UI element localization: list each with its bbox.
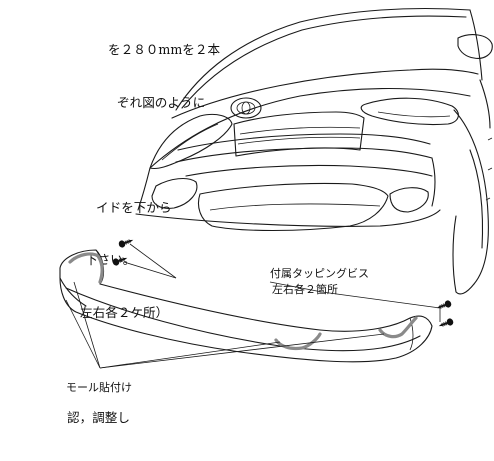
screw-icon bbox=[118, 239, 134, 248]
molding-right bbox=[378, 316, 418, 339]
vehicle-front-drawing bbox=[135, 7, 493, 295]
screw-icons bbox=[112, 239, 454, 327]
installation-diagram: を２８０mmを２本 ぞれ図のように イドを下から 下さい。 左右各２ケ所） 認，… bbox=[59, 7, 493, 425]
instruction-line-8: 認，調整し bbox=[67, 409, 130, 425]
molding-centre bbox=[274, 332, 322, 351]
instruction-line-2: ぞれ図のように bbox=[117, 94, 206, 110]
screw-callout-line-2: 左右各２箇所 bbox=[272, 283, 338, 296]
line-drawing bbox=[59, 7, 493, 369]
screw-callout-line-1: 付属タッピングビス bbox=[270, 267, 369, 280]
molding-left bbox=[68, 252, 104, 284]
instruction-line-6: 左右各２ケ所） bbox=[80, 304, 169, 320]
molding-callout: モール貼付け bbox=[66, 381, 132, 394]
screw-icon bbox=[112, 257, 128, 266]
leader-lines bbox=[65, 243, 441, 369]
lip-spoiler-drawing bbox=[59, 249, 433, 363]
instruction-line-1: を２８０mmを２本 bbox=[108, 42, 221, 57]
screw-icon bbox=[438, 318, 454, 327]
instruction-line-4: イドを下から bbox=[96, 199, 172, 215]
screw-icon bbox=[436, 300, 452, 309]
